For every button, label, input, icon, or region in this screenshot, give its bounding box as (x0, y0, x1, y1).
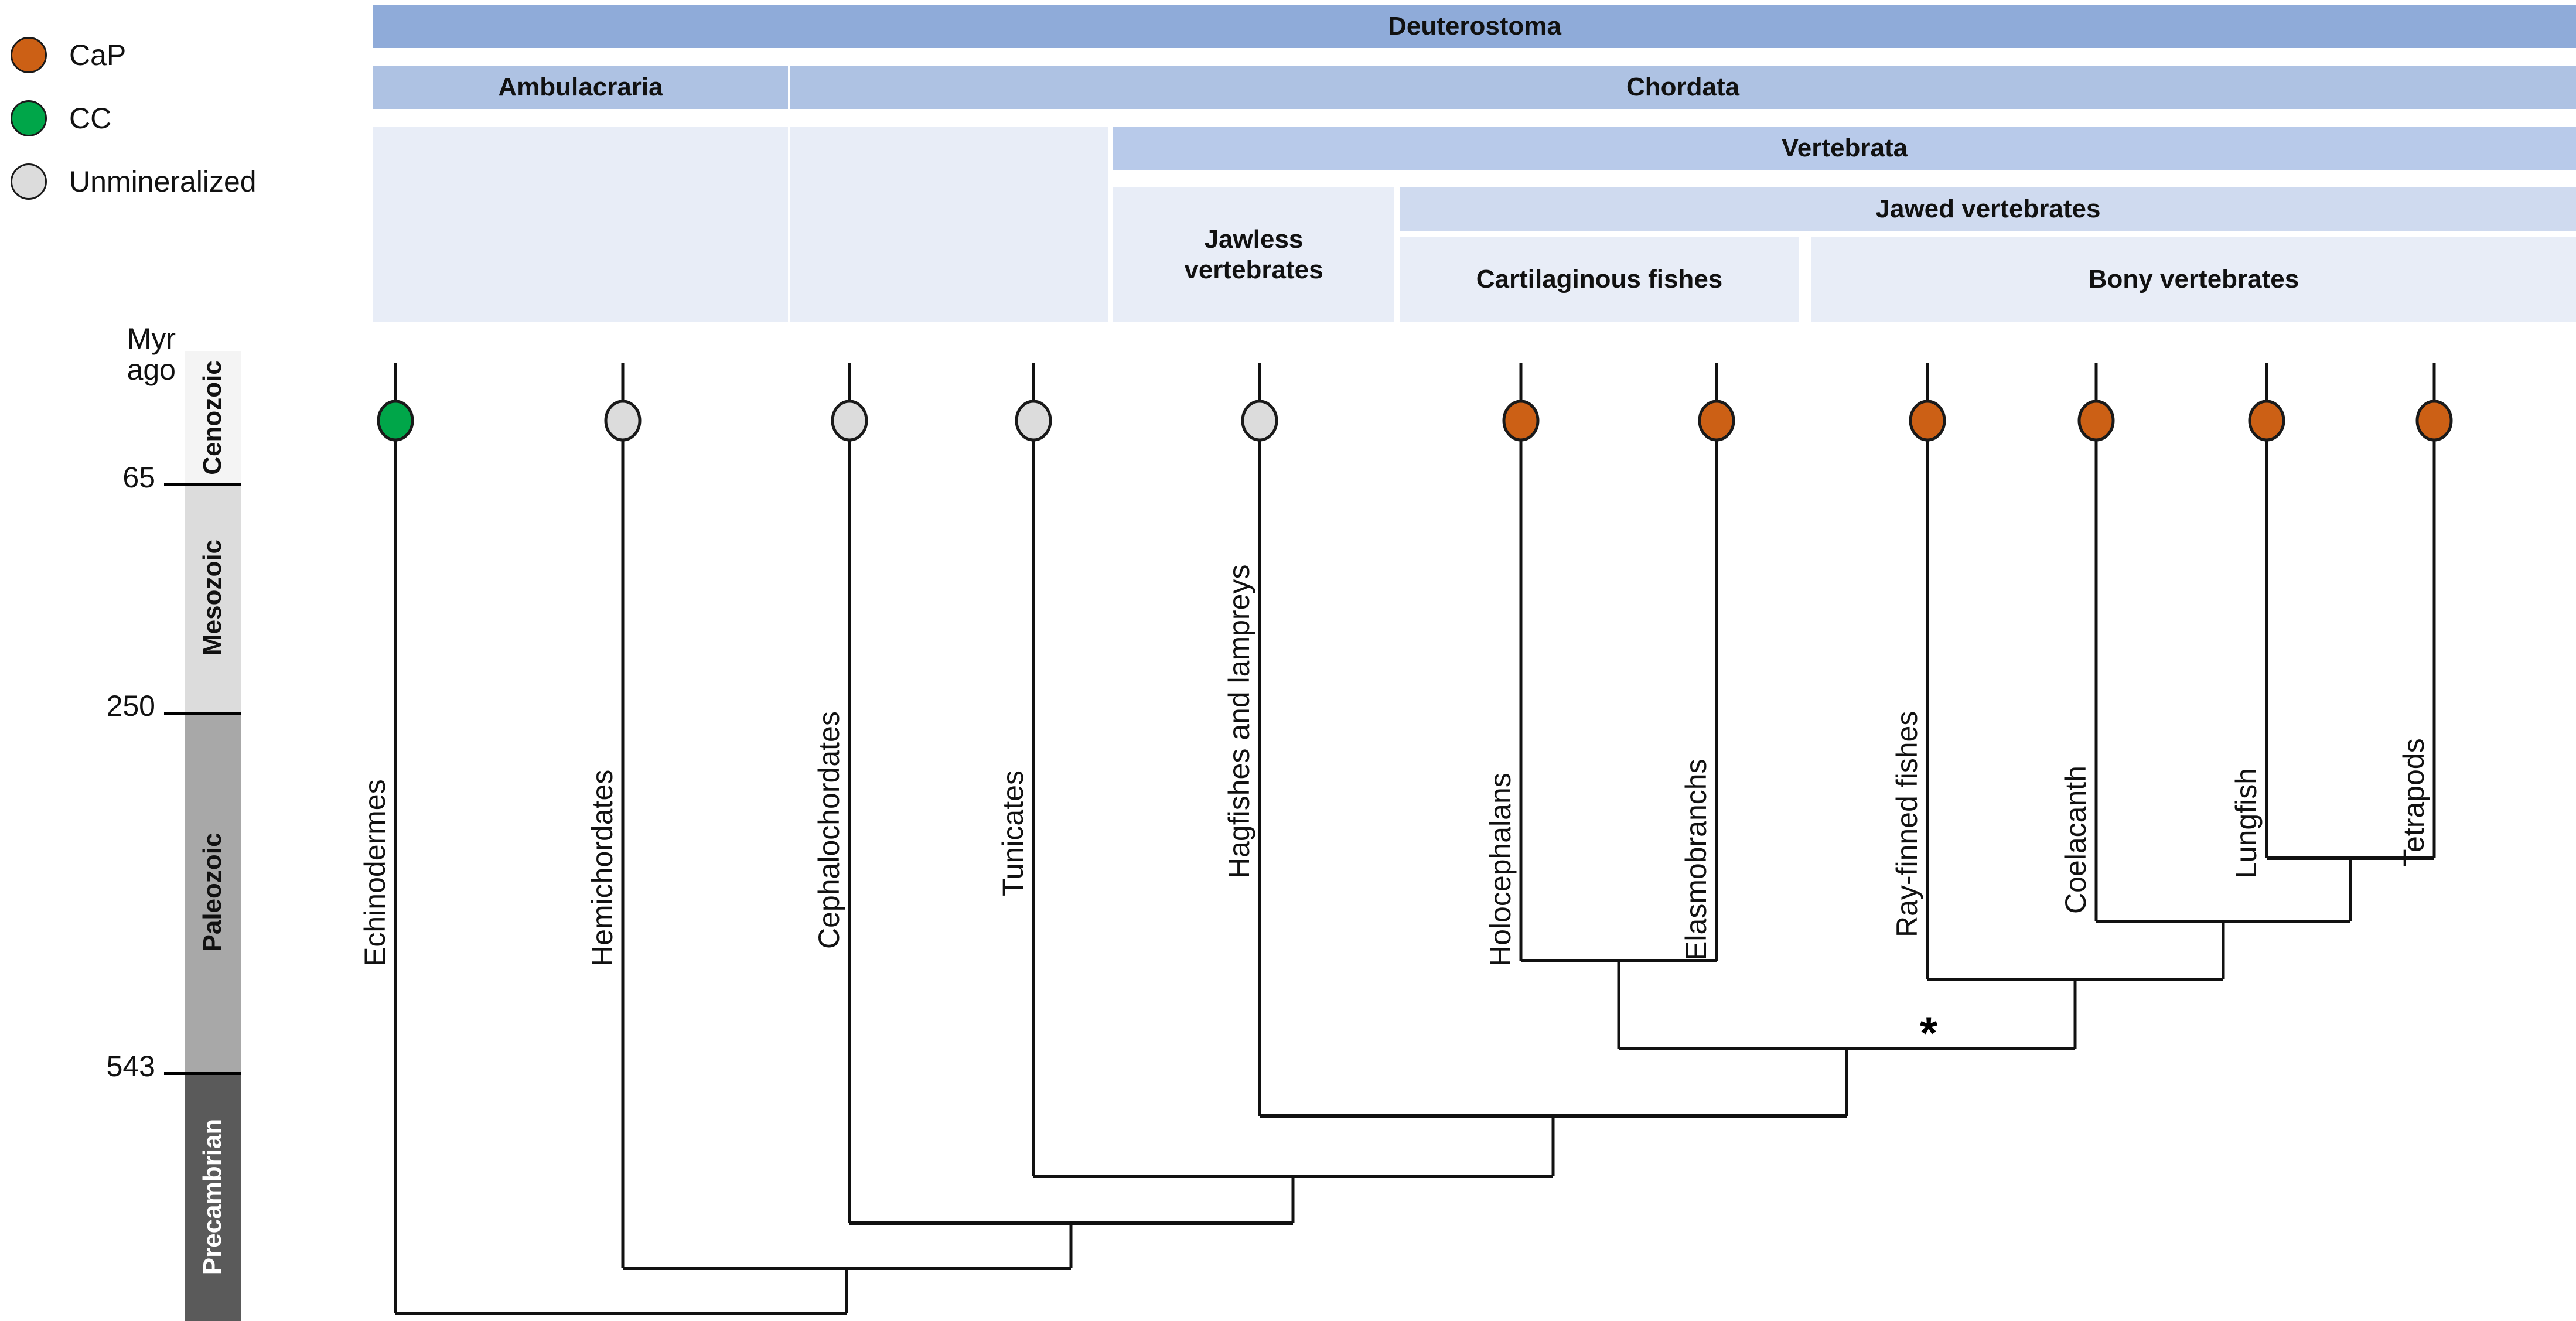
timescale-tick-line-65 (164, 483, 241, 486)
axis-title-line2: ago (127, 353, 176, 386)
tip-label-tunicates: Tunicates (997, 770, 1029, 896)
timescale-tick-label-65: 65 (122, 461, 155, 494)
legend-item-cap: CaP (11, 23, 339, 87)
taxon-bar-label: Bony vertebrates (2088, 265, 2299, 294)
taxon-bar-label: Chordata (1626, 73, 1740, 102)
tip-label-coelacanth: Coelacanth (2059, 766, 2092, 914)
era-block-paleozoic: Paleozoic (185, 712, 241, 1072)
tip-label-tetrapods: Tetrapods (2397, 738, 2430, 867)
tip-marker-hagfishes-lampreys (1241, 400, 1278, 442)
tip-marker-ray-finned-fishes (1909, 400, 1946, 442)
tip-label-lungfish: Lungfish (2230, 768, 2263, 879)
era-block-mesozoic: Mesozoic (185, 483, 241, 712)
tip-label-ray-finned-fishes: Ray-finned fishes (1891, 711, 1923, 937)
timescale-tick-line-250 (164, 712, 241, 715)
era-block-cenozoic: Cenozoic (185, 351, 241, 483)
taxon-bar-chordata: Chordata (790, 66, 2576, 109)
circle-marker-icon (11, 37, 47, 73)
gnathostome-node-asterisk: * (1920, 1007, 1938, 1059)
tip-marker-elasmobranchs (1698, 400, 1735, 442)
timescale-tick-label-250: 250 (106, 689, 155, 722)
tip-label-echinodermes: Echinodermes (359, 779, 391, 967)
circle-marker-icon (11, 100, 47, 136)
taxon-bar-invert-chordates (790, 127, 1108, 322)
legend-item-unmineralized: Unmineralized (11, 150, 339, 213)
tip-marker-tunicates (1015, 400, 1052, 442)
tip-label-hagfishes-lampreys: Hagfishes and lampreys (1223, 565, 1255, 879)
taxon-bar-vertebrata: Vertebrata (1113, 127, 2576, 170)
taxon-bar-ambulacraria-blank (373, 127, 788, 322)
era-block-precambrian: Precambrian (185, 1072, 241, 1321)
taxon-bar-cartilaginous-fishes: Cartilaginous fishes (1400, 237, 1799, 322)
tip-marker-tetrapods (2415, 400, 2453, 442)
legend-label-cc: CC (69, 102, 112, 135)
taxon-bar-label: Vertebrata (1781, 134, 1908, 163)
tip-label-holocephalans: Holocephalans (1484, 773, 1517, 967)
tip-label-hemichordates: Hemichordates (586, 770, 619, 967)
circle-marker-icon (11, 163, 47, 200)
timescale-tick-label-543: 543 (106, 1050, 155, 1083)
legend-label-cap: CaP (69, 39, 127, 71)
legend-item-cc: CC (11, 87, 339, 150)
tip-label-cephalochordates: Cephalochordates (813, 711, 845, 949)
taxon-bar-label: Cartilaginous fishes (1476, 265, 1723, 294)
tip-marker-lungfish (2248, 400, 2285, 442)
legend-label-unmineralized: Unmineralized (69, 165, 257, 198)
taxon-bar-jawed-vertebrates: Jawed vertebrates (1400, 187, 2576, 231)
tip-marker-holocephalans (1502, 400, 1540, 442)
tip-label-elasmobranchs: Elasmobranchs (1680, 759, 1712, 961)
taxon-bar-ambulacraria: Ambulacraria (373, 66, 788, 109)
tip-marker-echinodermes (377, 400, 414, 442)
taxon-bar-deuterostoma: Deuterostoma (373, 5, 2576, 48)
tip-marker-cephalochordates (831, 400, 868, 442)
taxon-bar-label: Ambulacraria (498, 73, 663, 102)
taxon-bar-bony-vertebrates: Bony vertebrates (1811, 237, 2576, 322)
tip-marker-hemichordates (604, 400, 642, 442)
timescale-tick-line-543 (164, 1072, 241, 1075)
taxon-bar-label: Jawed vertebrates (1875, 194, 2101, 224)
taxon-bar-label: Deuterostoma (1388, 12, 1561, 41)
axis-title-line1: Myr (127, 322, 176, 355)
tip-marker-coelacanth (2077, 400, 2115, 442)
legend: CaP CC Unmineralized (11, 23, 339, 213)
